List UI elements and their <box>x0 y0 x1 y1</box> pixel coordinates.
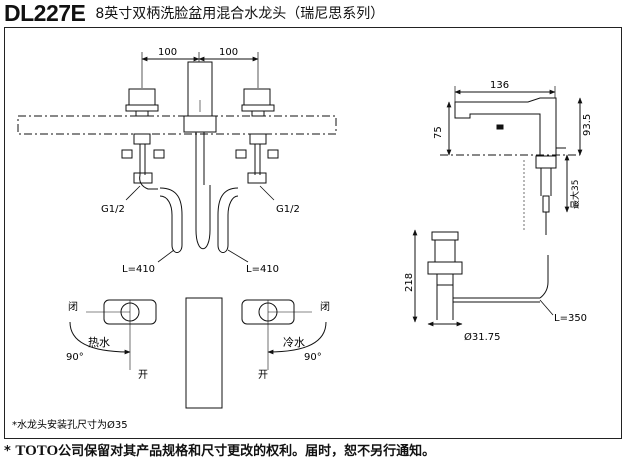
footer-star: * <box>4 444 11 459</box>
product-subtitle: 8英寸双柄洗脸盆用混合水龙头（瑞尼思系列） <box>95 6 385 22</box>
footer-disclaimer: * TOTO公司保留对其产品规格和尺寸更改的权利。届时，恕不另行通知。 <box>4 440 435 460</box>
hot-water-label: 热水 <box>88 336 110 349</box>
footer-text: 公司保留对其产品规格和尺寸更改的权利。届时，恕不另行通知。 <box>58 444 436 459</box>
drain-height: 218 <box>404 273 415 292</box>
rod-length: L=350 <box>554 313 587 324</box>
page-title: DL227E 8英寸双柄洗脸盆用混合水龙头（瑞尼思系列） <box>4 0 384 26</box>
cold-open-label: 开 <box>258 370 268 381</box>
hose-left: L=410 <box>122 264 155 275</box>
height-93-5: 93.5 <box>582 114 593 136</box>
drain-view <box>412 229 554 327</box>
hose-right: L=410 <box>246 264 279 275</box>
spout-reach: 136 <box>490 80 509 91</box>
drawing-frame <box>4 27 622 439</box>
cold-water-label: 冷水 <box>283 336 305 349</box>
hot-open-label: 开 <box>138 370 148 381</box>
front-view <box>17 52 337 263</box>
install-note: *水龙头安装孔尺寸为Ø35 <box>12 418 128 431</box>
thread-right: G1/2 <box>276 204 300 215</box>
dim-left: 100 <box>158 47 177 58</box>
cold-close-label: 闭 <box>320 300 330 313</box>
dim-right: 100 <box>219 47 238 58</box>
cold-angle: 90° <box>304 352 322 363</box>
thread-left: G1/2 <box>101 204 125 215</box>
max-35: 最大35 <box>569 180 581 209</box>
brand-name: TOTO <box>15 443 59 459</box>
hot-close-label: 闭 <box>68 300 78 313</box>
drain-diameter: Ø31.75 <box>464 331 501 343</box>
height-75: 75 <box>433 126 444 139</box>
handle-views <box>69 297 327 409</box>
model-number: DL227E <box>4 0 86 26</box>
hot-angle: 90° <box>66 352 84 363</box>
side-view <box>440 86 583 235</box>
